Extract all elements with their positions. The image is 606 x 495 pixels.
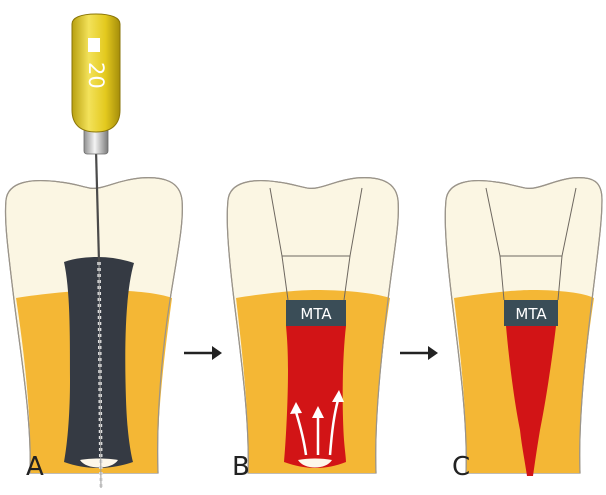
arrow-b-to-c: [400, 346, 438, 360]
mta-label-b: MTA: [300, 305, 332, 323]
panel-a: 20 A: [5, 14, 182, 488]
file-size-label: 20: [84, 62, 108, 89]
panel-c: MTA C: [445, 178, 602, 482]
mta-label-c: MTA: [515, 305, 547, 323]
panel-letter-a: A: [26, 452, 44, 482]
panel-letter-b: B: [232, 452, 250, 482]
file-size-marker: [88, 38, 100, 52]
panel-b: MTA B: [227, 178, 398, 482]
arrow-a-to-b: [184, 346, 222, 360]
panel-letter-c: C: [452, 452, 470, 482]
